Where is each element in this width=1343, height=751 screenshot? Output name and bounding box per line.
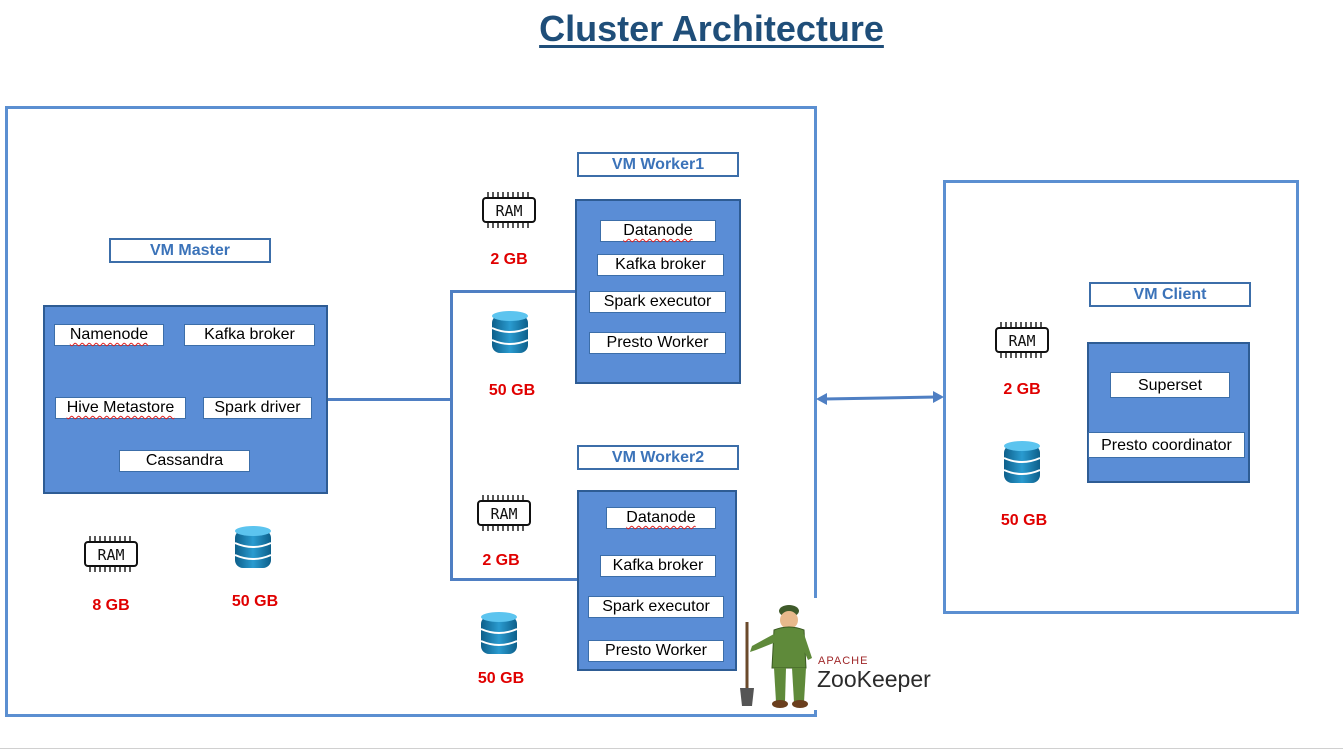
service-kafka-broker: Kafka broker: [597, 254, 724, 276]
client-frame: [943, 180, 1299, 614]
database-icon: [233, 524, 273, 577]
worker2-connector-line: [450, 578, 579, 581]
zookeeper-name-text: ZooKeeper: [817, 666, 931, 692]
master-connector-line: [327, 398, 453, 401]
worker1-ram-size: 2 GB: [490, 251, 528, 268]
vm-client-box: [1087, 342, 1250, 483]
database-icon: [1002, 439, 1042, 492]
ram-chip-icon: RAM: [481, 190, 537, 235]
service-kafka-broker: Kafka broker: [184, 324, 315, 346]
worker2-disk-size: 50 GB: [477, 670, 525, 687]
master-disk-size: 50 GB: [231, 593, 279, 610]
service-presto-worker: Presto Worker: [589, 332, 726, 354]
ram-chip-icon: RAM: [476, 493, 532, 538]
bus-vertical-line: [450, 290, 453, 581]
service-kafka-broker: Kafka broker: [600, 555, 716, 577]
service-spark-executor: Spark executor: [588, 596, 724, 618]
zookeeper-apache-text: APACHE: [818, 655, 869, 667]
master-ram-size: 8 GB: [92, 597, 130, 614]
service-spark-driver: Spark driver: [203, 397, 312, 419]
vm-worker2-label: VM Worker2: [577, 445, 739, 470]
service-spark-executor: Spark executor: [589, 291, 726, 313]
service-cassandra: Cassandra: [119, 450, 250, 472]
zookeeper-logo: APACHE ZooKeeper: [738, 598, 943, 710]
database-icon: [490, 309, 530, 362]
worker1-disk-size: 50 GB: [488, 382, 536, 399]
database-icon: [479, 610, 519, 663]
vm-master-label: VM Master: [109, 238, 271, 263]
service-superset: Superset: [1110, 372, 1230, 398]
zookeeper-mascot-icon: [740, 605, 812, 708]
worker1-connector-line: [450, 290, 577, 293]
service-namenode: Namenode: [54, 324, 164, 346]
ram-chip-icon: RAM: [83, 534, 139, 579]
ram-chip-icon: RAM: [994, 320, 1050, 365]
page-title: Cluster Architecture: [539, 8, 884, 49]
service-datanode: Datanode: [600, 220, 716, 242]
cluster-frame: [5, 106, 817, 717]
client-ram-size: 2 GB: [1003, 381, 1041, 398]
worker2-ram-size: 2 GB: [482, 552, 520, 569]
service-presto-worker: Presto Worker: [588, 640, 724, 662]
vm-worker1-label: VM Worker1: [577, 152, 739, 177]
double-arrow-icon: [816, 391, 944, 405]
client-disk-size: 50 GB: [1000, 512, 1048, 529]
service-datanode: Datanode: [606, 507, 716, 529]
page-divider: [0, 748, 1343, 749]
ram-chip-text: RAM: [495, 202, 522, 220]
ram-chip-text: RAM: [490, 505, 517, 523]
service-hive-metastore: Hive Metastore: [55, 397, 186, 419]
ram-chip-text: RAM: [1008, 332, 1035, 350]
vm-client-label: VM Client: [1089, 282, 1251, 307]
ram-chip-text: RAM: [97, 546, 124, 564]
service-presto-coordinator: Presto coordinator: [1088, 432, 1245, 458]
